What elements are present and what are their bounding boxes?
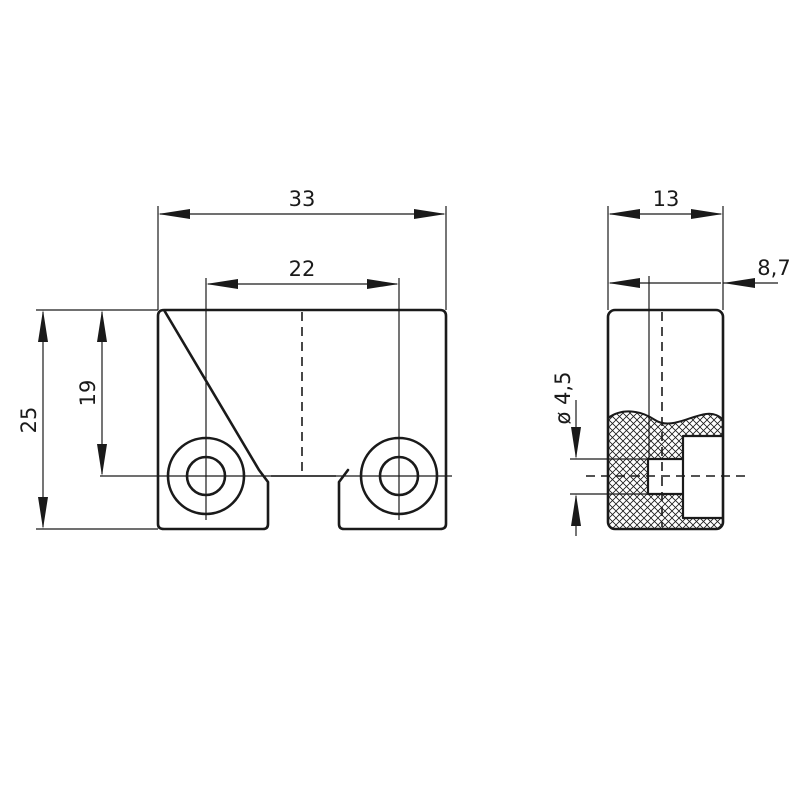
dimension-hole-diameter-label: ø 4,5 bbox=[551, 372, 575, 425]
dimension-hole-height-label: 19 bbox=[76, 380, 100, 407]
front-view: 33 22 25 19 bbox=[17, 187, 452, 531]
dimension-width-overall: 33 bbox=[158, 187, 446, 219]
dimension-depth: 13 bbox=[608, 187, 723, 219]
dimension-hole-diameter: ø 4,5 bbox=[551, 372, 581, 536]
dimension-height-overall-label: 25 bbox=[17, 407, 41, 434]
dimension-hole-spacing-label: 22 bbox=[289, 257, 316, 281]
side-view: 13 8,7 ø 4,5 bbox=[551, 187, 791, 536]
dimension-width-overall-label: 33 bbox=[289, 187, 316, 211]
counterbore-pocket bbox=[683, 436, 723, 518]
counterbore-outline bbox=[681, 434, 725, 520]
dimension-depth-label: 13 bbox=[653, 187, 680, 211]
dimension-hole-spacing: 22 bbox=[206, 257, 399, 289]
front-view-outline bbox=[156, 308, 448, 531]
section-break-line bbox=[607, 410, 724, 425]
dimension-hole-height: 19 bbox=[76, 310, 107, 476]
dimension-hole-offset-label: 8,7 bbox=[757, 256, 790, 280]
side-view-outline bbox=[606, 308, 725, 531]
dimension-hole-offset: 8,7 bbox=[608, 256, 791, 288]
dimension-height-overall: 25 bbox=[17, 310, 48, 529]
